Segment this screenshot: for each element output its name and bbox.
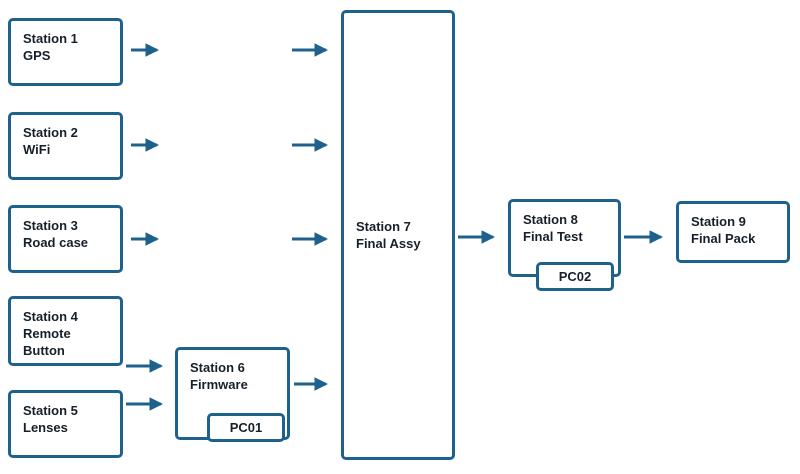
station-9-subtitle: Final Pack [691, 231, 756, 246]
station-1-title: Station 1 [23, 31, 78, 46]
station-1-subtitle: GPS [23, 48, 51, 63]
pc01-label: PC01 [229, 420, 263, 435]
station-3-subtitle: Road case [23, 235, 89, 250]
pc02-label: PC02 [558, 269, 592, 284]
station-5-box: Station 5 Lenses [8, 390, 123, 458]
station-3-title: Station 3 [23, 218, 78, 233]
station-9-box: Station 9 Final Pack [676, 201, 790, 263]
station-6-subtitle: Firmware [190, 377, 248, 392]
station-3-box: Station 3 Road case [8, 205, 123, 273]
pc02-box: PC02 [536, 262, 614, 291]
station-7-box: Station 7 Final Assy [341, 10, 455, 460]
station-4-subtitle: Remote Button [23, 326, 71, 358]
pc01-box: PC01 [207, 413, 285, 442]
station-5-title: Station 5 [23, 403, 78, 418]
station-2-subtitle: WiFi [23, 142, 51, 157]
station-9-title: Station 9 [691, 214, 746, 229]
station-8-subtitle: Final Test [523, 229, 583, 244]
station-6-title: Station 6 [190, 360, 245, 375]
station-8-title: Station 8 [523, 212, 578, 227]
station-4-title: Station 4 [23, 309, 78, 324]
station-4-box: Station 4 Remote Button [8, 296, 123, 366]
station-7-title: Station 7 [356, 219, 411, 234]
station-1-box: Station 1 GPS [8, 18, 123, 86]
station-2-box: Station 2 WiFi [8, 112, 123, 180]
station-7-subtitle: Final Assy [356, 236, 421, 251]
station-5-subtitle: Lenses [23, 420, 68, 435]
station-2-title: Station 2 [23, 125, 78, 140]
